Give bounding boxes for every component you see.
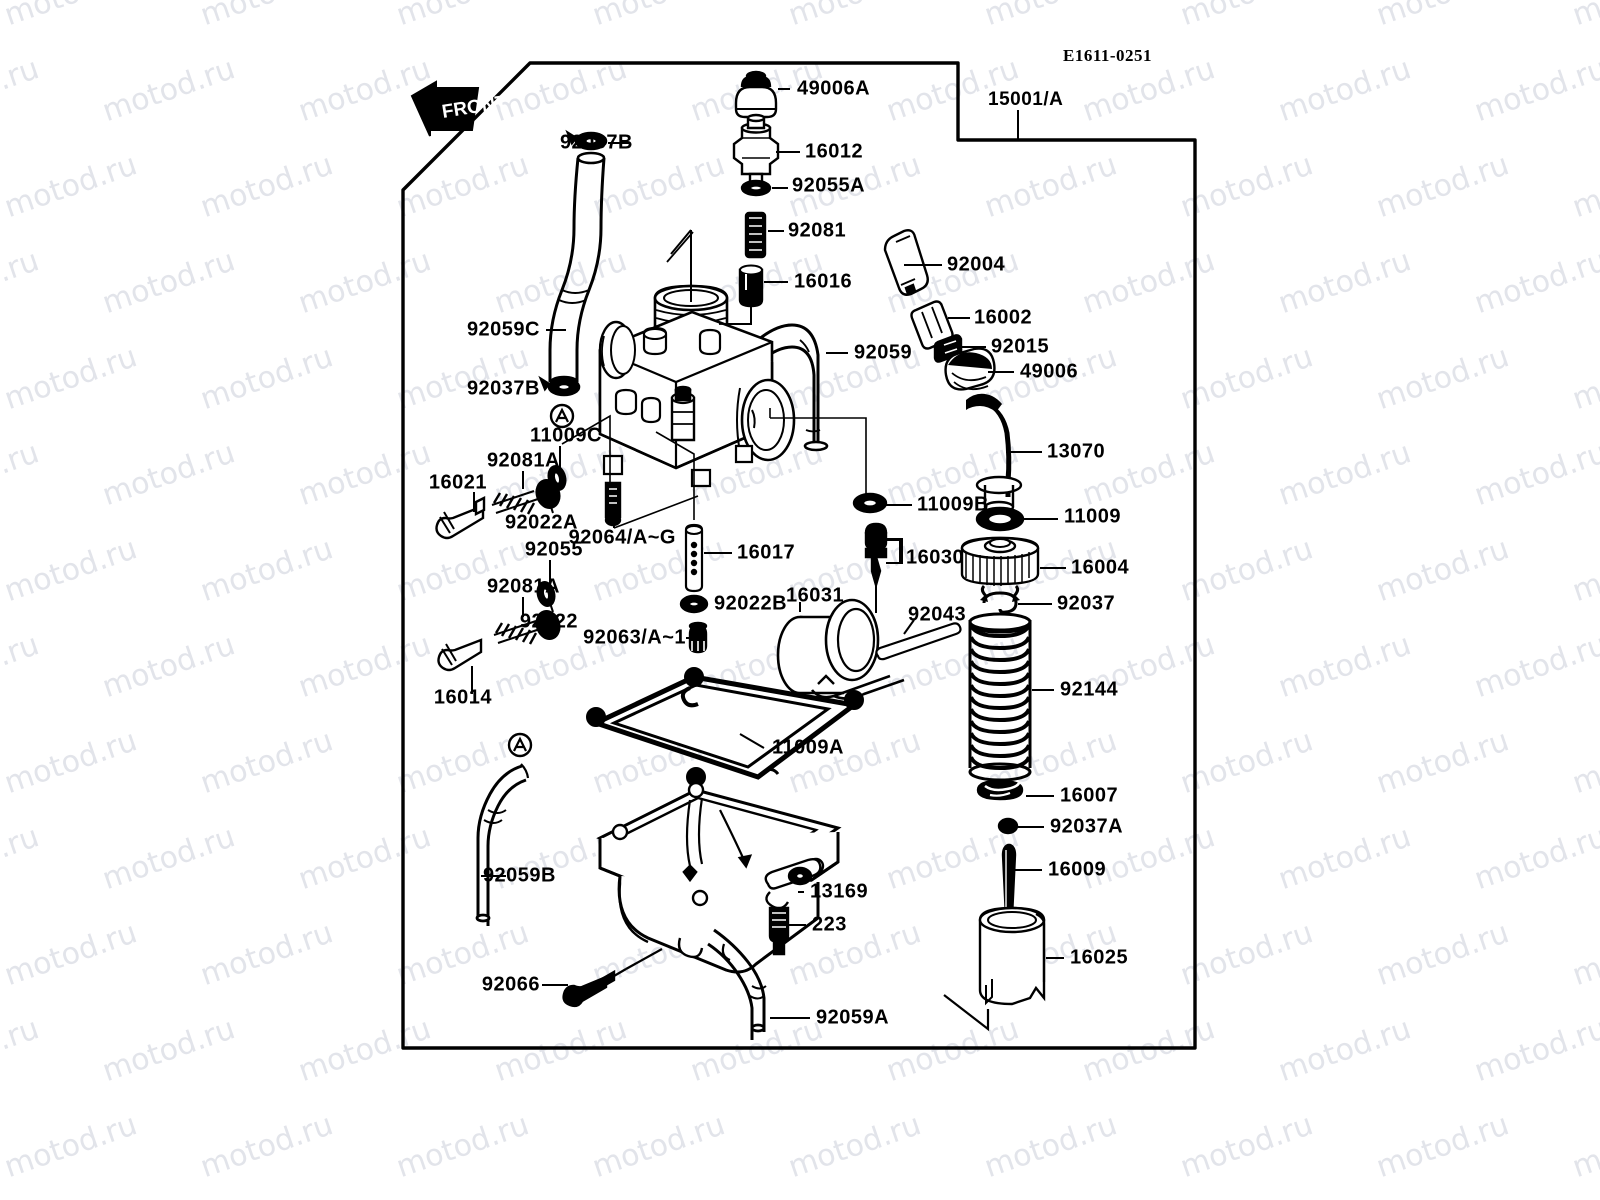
label-16007: 16007 (1060, 784, 1119, 807)
assembly-number: 15001/A (988, 89, 1064, 110)
label-49006A: 49006A (797, 77, 871, 100)
label-92015: 92015 (991, 335, 1050, 358)
label-92081A-up: 92081A (486, 449, 560, 472)
label-16002: 16002 (974, 306, 1033, 329)
label-16014: 16014 (433, 686, 492, 709)
label-92022: 92022 (519, 610, 578, 633)
label-92059B: 92059B (482, 864, 556, 887)
label-92059A: 92059A (816, 1006, 890, 1029)
label-92004: 92004 (947, 253, 1006, 276)
label-92064: 92064/A~G (568, 526, 676, 549)
label-92081: 92081 (788, 219, 847, 242)
label-92037B-mid: 92037B (466, 377, 540, 400)
label-16021: 16021 (428, 471, 487, 494)
label-13169: 13169 (810, 880, 869, 903)
label-16025: 16025 (1070, 946, 1129, 969)
label-92063: 92063/A~1 (583, 626, 686, 649)
label-92022B: 92022B (714, 592, 788, 615)
label-92066: 92066 (481, 973, 540, 996)
label-92037: 92037 (1057, 592, 1116, 615)
front-arrow-marker: FRONT (410, 80, 509, 137)
label-11009A: 11009A (772, 736, 844, 759)
label-16009: 16009 (1048, 858, 1107, 881)
label-92037A: 92037A (1050, 815, 1124, 838)
label-92059: 92059 (854, 341, 913, 364)
diagram-code: E1611-0251 (1063, 46, 1153, 65)
label-92059C: 92059C (466, 318, 540, 341)
label-92037B-top: 92037B (559, 131, 633, 154)
label-92055A: 92055A (792, 174, 866, 197)
label-16031: 16031 (786, 584, 845, 607)
label-16004: 16004 (1071, 556, 1130, 579)
label-16012: 16012 (805, 140, 864, 163)
label-11009: 11009 (1064, 505, 1122, 528)
label-16017: 16017 (737, 541, 796, 564)
label-16030: 16030 (906, 546, 965, 569)
label-16016: 16016 (794, 270, 853, 293)
label-11009B: 11009B (917, 493, 989, 516)
label-11009C: 11009C (530, 424, 602, 447)
label-92144: 92144 (1060, 678, 1119, 701)
label-92043: 92043 (908, 603, 967, 626)
label-49006: 49006 (1020, 360, 1079, 383)
diagram-border (401, 61, 1197, 1050)
label-92081A-low: 92081A (486, 575, 560, 598)
label-223: 223 (812, 913, 847, 936)
label-92055: 92055 (524, 538, 583, 561)
label-13070: 13070 (1047, 440, 1106, 463)
label-92022A: 92022A (504, 511, 578, 534)
